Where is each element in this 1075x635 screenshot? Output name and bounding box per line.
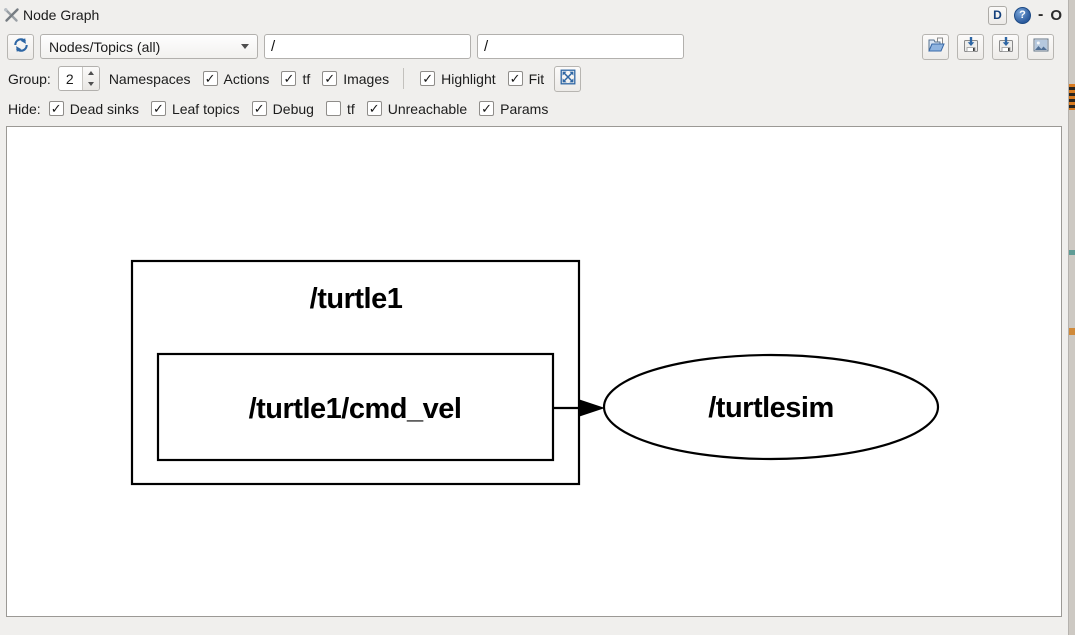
image-icon	[1032, 36, 1050, 57]
checkbox-group-fit: Fit	[507, 70, 545, 87]
toolbar-separator	[403, 68, 405, 89]
save-svg-button[interactable]	[992, 33, 1019, 60]
checkbox-group-debug: Debug	[251, 100, 314, 117]
window-title: Node Graph	[23, 7, 100, 23]
group-spinbox-value[interactable]: 2	[65, 70, 74, 87]
checkbox-dead-sinks-label[interactable]: Dead sinks	[69, 100, 139, 117]
save-as-icon	[997, 36, 1015, 57]
checkbox-group-hide-tf: tf	[325, 100, 355, 117]
checkbox-hide-tf-label[interactable]: tf	[346, 100, 355, 117]
group-spinbox[interactable]: 2	[57, 66, 100, 91]
spin-down-button[interactable]	[83, 79, 99, 91]
checkbox-actions-label[interactable]: Actions	[223, 70, 270, 87]
desktop-background-strip	[1069, 0, 1075, 635]
checkbox-leaf-topics[interactable]	[150, 101, 166, 116]
dock-button[interactable]: D	[988, 5, 1007, 25]
namespaces-label: Namespaces	[108, 70, 191, 87]
fit-view-icon	[559, 68, 577, 89]
checkbox-fit-label[interactable]: Fit	[528, 70, 545, 87]
hide-label: Hide:	[8, 100, 41, 117]
checkbox-params-label[interactable]: Params	[500, 100, 549, 117]
checkbox-tf-label[interactable]: tf	[302, 70, 311, 87]
hide-options-row: Hide: Dead sinks Leaf topics Debug tf Un…	[0, 94, 1068, 123]
checkbox-unreachable[interactable]	[366, 101, 382, 116]
graph-type-select[interactable]: Nodes/Topics (all)	[40, 34, 258, 59]
file-actions-group	[922, 33, 1054, 60]
checkbox-group-params: Params	[479, 101, 548, 117]
close-button[interactable]: O	[1050, 6, 1062, 24]
group-label: Group:	[8, 70, 51, 87]
refresh-icon	[12, 36, 30, 57]
checkbox-actions[interactable]	[202, 71, 218, 86]
graph-node-turtlesim: /turtlesim	[602, 353, 940, 461]
load-dot-button[interactable]	[922, 33, 949, 60]
filter-input-secondary[interactable]	[477, 34, 684, 59]
group-spinbox-buttons	[81, 67, 99, 91]
graph-toolbar: Nodes/Topics (all)	[0, 30, 1068, 63]
checkbox-group-tf: tf	[281, 71, 310, 87]
graph-edge-arrow	[553, 399, 605, 417]
checkbox-group-dead-sinks: Dead sinks	[48, 100, 139, 117]
help-icon[interactable]: ?	[1014, 6, 1031, 24]
checkbox-highlight[interactable]	[420, 71, 436, 86]
save-dot-button[interactable]	[957, 33, 984, 60]
desktop-artifact	[1069, 84, 1075, 110]
checkbox-hide-tf[interactable]	[325, 101, 341, 116]
graph-namespace-cluster: /turtle1	[130, 259, 581, 486]
checkbox-debug-label[interactable]: Debug	[272, 100, 314, 117]
checkbox-group-actions: Actions	[202, 70, 270, 87]
checkbox-group-images: Images	[322, 71, 389, 87]
checkbox-unreachable-label[interactable]: Unreachable	[387, 100, 468, 117]
graph-node-topic: /turtle1/cmd_vel	[156, 352, 555, 462]
checkbox-group-unreachable: Unreachable	[366, 100, 468, 117]
save-file-icon	[962, 36, 980, 57]
titlebar-controls: D ? - O	[988, 5, 1062, 25]
filter-input-primary[interactable]	[264, 34, 471, 59]
desktop-artifact	[1069, 328, 1075, 335]
namespace-cluster-label: /turtle1	[310, 283, 403, 315]
fit-in-view-button[interactable]	[554, 65, 582, 92]
open-file-icon	[927, 36, 945, 57]
checkbox-fit[interactable]	[507, 71, 523, 86]
node-ellipse-label: /turtlesim	[708, 392, 834, 424]
checkbox-images[interactable]	[322, 71, 338, 86]
checkbox-leaf-topics-label[interactable]: Leaf topics	[171, 100, 240, 117]
desktop-artifact	[1069, 250, 1075, 255]
tools-icon	[3, 7, 20, 24]
topic-node-label: /turtle1/cmd_vel	[249, 393, 462, 425]
checkbox-images-label[interactable]: Images	[343, 70, 390, 87]
save-image-button[interactable]	[1027, 33, 1054, 60]
checkbox-group-highlight: Highlight	[420, 70, 496, 87]
checkbox-tf[interactable]	[281, 71, 297, 86]
checkbox-dead-sinks[interactable]	[48, 101, 64, 116]
refresh-button[interactable]	[7, 33, 34, 60]
graph-canvas[interactable]: /turtle1 /turtle1/cmd_vel /turtlesim	[6, 126, 1062, 617]
chevron-down-icon	[241, 44, 249, 49]
checkbox-group-leaf-topics: Leaf topics	[150, 100, 240, 117]
spin-up-button[interactable]	[83, 67, 99, 79]
checkbox-highlight-label[interactable]: Highlight	[441, 70, 496, 87]
checkbox-debug[interactable]	[251, 101, 267, 116]
minimize-button[interactable]: -	[1038, 6, 1044, 23]
group-options-row: Group: 2 Namespaces Actions tf Images Hi…	[0, 63, 1068, 94]
plugin-titlebar: Node Graph D ? - O	[0, 0, 1068, 30]
graph-type-selected-value: Nodes/Topics (all)	[49, 38, 161, 55]
checkbox-params[interactable]	[479, 101, 495, 116]
